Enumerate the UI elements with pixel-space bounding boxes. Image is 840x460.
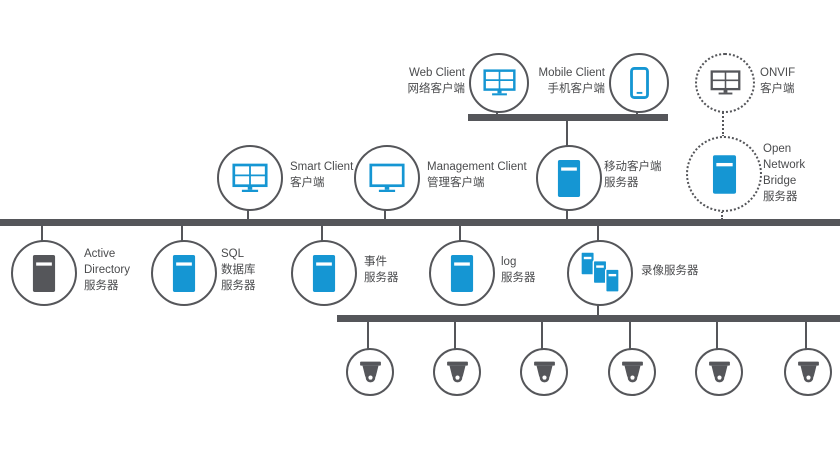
connector-bridge-bus-dotted [721, 208, 723, 220]
mobile-client-circle [609, 53, 669, 113]
camera-circle [608, 348, 656, 396]
label-line: 移动客户端 [604, 161, 662, 173]
connector-camera-6 [805, 322, 807, 349]
camera-circle [433, 348, 481, 396]
label-line: 服务器 [364, 272, 399, 284]
smartphone-icon [630, 67, 649, 99]
label-line: ONVIF [760, 67, 796, 79]
connector-active-directory [41, 226, 43, 241]
label-line: 事件 [364, 256, 387, 268]
server-icon [172, 254, 196, 293]
dome-camera-icon [705, 360, 734, 384]
label-line: Smart Client [290, 161, 354, 173]
connector-smart-client [247, 207, 249, 220]
log-server-circle [429, 240, 495, 306]
smart-client-label: Smart Client 客户端 [290, 159, 353, 191]
label-line: 管理客户端 [427, 177, 485, 189]
label-line: 服务器 [221, 280, 256, 292]
web-client-circle [469, 53, 529, 113]
open-network-bridge-circle [686, 136, 762, 212]
connector-recording-camerabus [597, 302, 599, 316]
label-line: Directory [84, 264, 131, 276]
server-icon [312, 254, 336, 293]
server-icon [557, 159, 581, 198]
connector-onvif-bridge-dotted [722, 109, 724, 137]
camera-network-bus-bar [337, 315, 840, 322]
label-line: 服务器 [84, 280, 119, 292]
label-line: 客户端 [760, 83, 795, 95]
label-line: log [501, 256, 517, 268]
connector-sql-server [181, 226, 183, 241]
event-server-circle [291, 240, 357, 306]
top-client-bus-bar [468, 114, 668, 121]
sql-server-label: SQL 数据库 服务器 [221, 246, 256, 294]
main-network-bus-bar [0, 219, 840, 226]
label-line: Network [763, 159, 806, 171]
label-line: SQL [221, 248, 245, 260]
dome-camera-icon [443, 360, 472, 384]
label-line: Mobile Client [538, 67, 605, 79]
label-line: Web Client [408, 67, 465, 79]
connector-management-client [384, 207, 386, 220]
dome-camera-icon [530, 360, 559, 384]
log-server-label: log 服务器 [501, 254, 536, 286]
dome-camera-icon [356, 360, 385, 384]
label-line: Management Client [427, 161, 527, 173]
onvif-client-circle [695, 53, 755, 113]
connector-log-server [459, 226, 461, 241]
connector-recording-server [597, 226, 599, 241]
label-line: Open [763, 143, 792, 155]
management-client-label: Management Client 管理客户端 [427, 159, 527, 191]
camera-circle [695, 348, 743, 396]
label-line: 客户端 [290, 177, 325, 189]
video-wall-icon [710, 70, 741, 96]
mobile-server-label: 移动客户端 服务器 [604, 159, 662, 191]
label-line: 数据库 [221, 264, 256, 276]
mobile-client-label: Mobile Client 手机客户端 [470, 65, 605, 97]
connector-camera-4 [629, 322, 631, 349]
recording-server-label: 录像服务器 [641, 263, 699, 279]
active-directory-label: Active Directory 服务器 [84, 246, 130, 294]
label-line: 服务器 [604, 177, 639, 189]
onvif-client-label: ONVIF 客户端 [760, 65, 795, 97]
dome-camera-icon [618, 360, 647, 384]
management-client-circle [354, 145, 420, 211]
video-wall-icon [232, 163, 268, 194]
server-icon [450, 254, 474, 293]
camera-circle [346, 348, 394, 396]
label-line: 录像服务器 [641, 265, 699, 277]
dome-camera-icon [794, 360, 823, 384]
sql-server-circle [151, 240, 217, 306]
connector-topbus-mobile-server [566, 121, 568, 146]
server-stack-icon [580, 251, 620, 295]
server-icon [32, 254, 56, 293]
open-network-bridge-label: Open Network Bridge 服务器 [763, 141, 805, 205]
label-line: Active [84, 248, 116, 260]
label-line: Bridge [763, 175, 797, 187]
server-icon [712, 154, 737, 195]
web-client-label: Web Client 网络客户端 [330, 65, 466, 97]
event-server-label: 事件 服务器 [364, 254, 399, 286]
connector-camera-5 [716, 322, 718, 349]
label-line: 服务器 [501, 272, 536, 284]
label-line: 服务器 [763, 191, 798, 203]
camera-circle [784, 348, 832, 396]
camera-circle [520, 348, 568, 396]
monitor-icon [369, 163, 405, 194]
connector-mobile-server-bus [566, 207, 568, 220]
label-line: 网络客户端 [407, 83, 466, 95]
recording-server-circle [567, 240, 633, 306]
active-directory-circle [11, 240, 77, 306]
connector-camera-1 [367, 322, 369, 349]
connector-camera-2 [454, 322, 456, 349]
connector-camera-3 [541, 322, 543, 349]
mobile-server-circle [536, 145, 602, 211]
label-line: 手机客户端 [547, 83, 606, 95]
smart-client-circle [217, 145, 283, 211]
connector-event-server [321, 226, 323, 241]
